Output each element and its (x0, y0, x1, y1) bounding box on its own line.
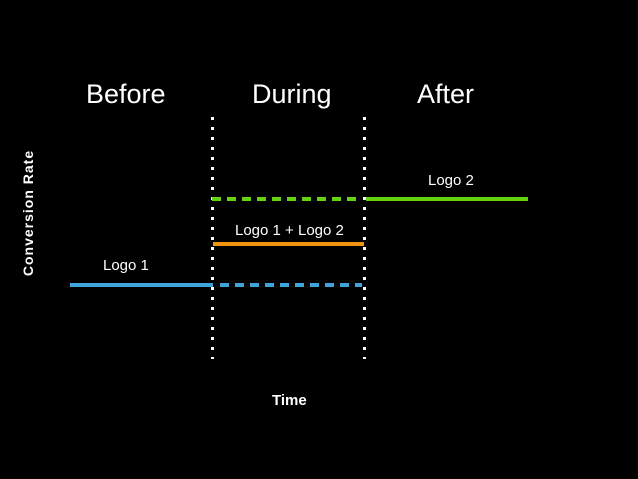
x-axis-label: Time (272, 392, 307, 409)
phase-label-after: After (417, 79, 475, 109)
y-axis-label: Conversion Rate (20, 149, 36, 277)
phase-label-during: During (252, 79, 332, 109)
series-label-logo1-plus-logo2: Logo 1 + Logo 2 (235, 222, 344, 239)
phase-divider-before-during (211, 117, 214, 359)
phase-divider-during-after (363, 117, 366, 359)
line-logo2-during-dashed (212, 197, 362, 201)
line-logo1-plus-logo2-during-solid (213, 242, 364, 246)
series-label-logo1: Logo 1 (103, 257, 149, 274)
line-logo1-during-dashed (220, 283, 362, 287)
line-logo1-before-solid (70, 283, 213, 287)
phase-label-before: Before (86, 79, 166, 109)
series-label-logo2: Logo 2 (428, 172, 474, 189)
line-logo2-after-solid (366, 197, 528, 201)
